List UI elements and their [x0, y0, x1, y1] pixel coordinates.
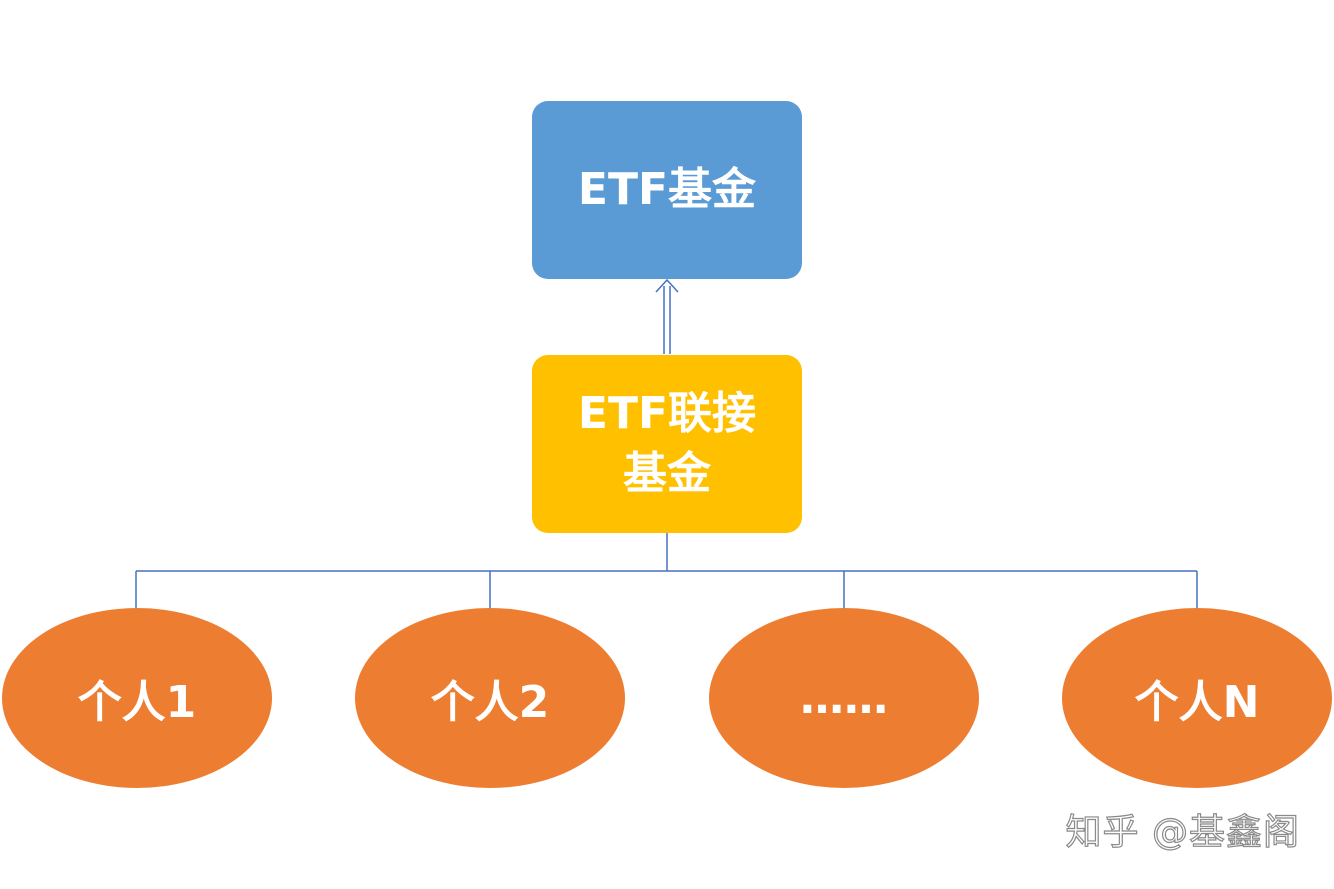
etf-fund-label: ETF基金 — [577, 164, 757, 215]
zhihu-watermark: 知乎 @基鑫阁 — [1065, 811, 1300, 853]
investor-label: 个人1 — [77, 677, 197, 728]
feeder-label-line1: ETF联接 — [577, 388, 757, 439]
feeder-label-line2: 基金 — [622, 448, 711, 499]
investor-node-1: 个人1 — [2, 608, 272, 788]
investor-label: 个人2 — [430, 677, 550, 728]
investor-label: …… — [800, 672, 888, 724]
up-arrow — [655, 278, 679, 354]
tree-connector — [135, 533, 1198, 608]
investor-node-2: 个人2 — [355, 608, 625, 788]
investor-node-ellipsis: …… — [709, 608, 979, 788]
investor-node-n: 个人N — [1062, 608, 1332, 788]
etf-fund-node: ETF基金 — [532, 101, 802, 279]
investor-label: 个人N — [1134, 677, 1260, 728]
etf-feeder-fund-node: ETF联接 基金 — [532, 355, 802, 533]
